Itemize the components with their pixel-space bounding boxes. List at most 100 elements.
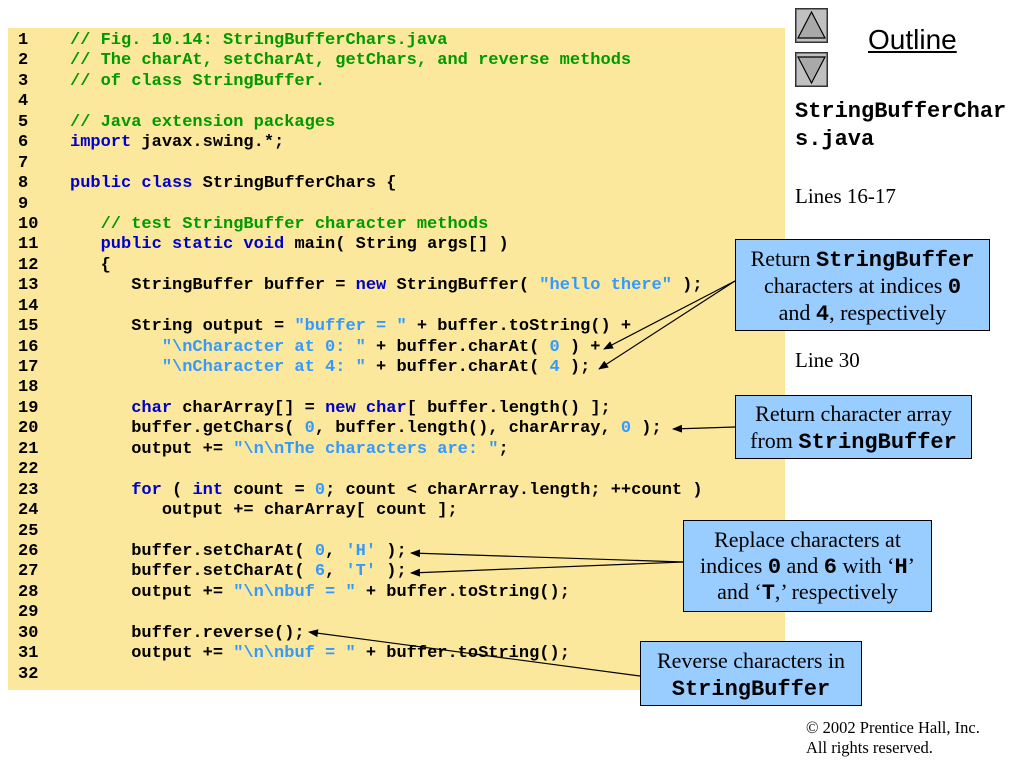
line-number: 17: [18, 358, 39, 377]
line-number: 11: [18, 235, 39, 255]
code-line: 2 // The charAt, setCharAt, getChars, and…: [8, 51, 785, 71]
code-line: 32: [8, 665, 785, 685]
code-keyword: char: [70, 398, 173, 418]
code-plain: javax.swing.*;: [131, 133, 285, 153]
code-text: public static void main( String args[] ): [70, 235, 509, 255]
code-keyword: int: [192, 480, 224, 500]
line-number: 27: [18, 562, 39, 582]
code-keyword: public class: [70, 174, 193, 194]
callout-code-text: StringBuffer: [798, 430, 957, 455]
code-text: "\nCharacter at 4: " + buffer.charAt( 4 …: [70, 358, 591, 378]
line-number: 28: [18, 582, 39, 602]
code-plain: String output =: [70, 317, 295, 337]
copyright-text: © 2002 Prentice Hall, Inc.: [806, 718, 980, 737]
callout-line: Reverse characters in: [657, 647, 845, 674]
callout-text: from: [750, 428, 799, 453]
code-line: 15 String output = "buffer = " + buffer.…: [8, 317, 785, 337]
code-literal: 'H': [345, 541, 377, 561]
callout-code-text: 4: [815, 301, 830, 327]
callout-code-text: H: [894, 555, 908, 580]
line-number: 22: [18, 460, 39, 480]
code-plain: output +=: [70, 644, 234, 664]
callout-text: ’: [907, 553, 915, 578]
line-number: 13: [18, 276, 39, 296]
code-literal: 6: [314, 562, 326, 582]
callout-line: and ‘T,’ respectively: [717, 579, 898, 606]
code-line: 17 "\nCharacter at 4: " + buffer.charAt(…: [8, 358, 785, 378]
code-text: {: [70, 256, 111, 276]
code-keyword: new char: [325, 398, 407, 418]
outline-link[interactable]: Outline: [868, 24, 957, 55]
code-plain: output +=: [70, 439, 234, 459]
code-line: 3// of class StringBuffer.: [8, 72, 785, 92]
callout-text: with ‘: [837, 553, 895, 578]
previous-slide-button[interactable]: [795, 8, 828, 43]
code-plain: );: [631, 419, 662, 439]
code-text: import javax.swing.*;: [70, 133, 284, 153]
copyright-footer: © 2002 Prentice Hall, Inc. All rights re…: [806, 718, 980, 758]
code-literal: "\n\nbuf = ": [233, 582, 356, 602]
line-number: 10: [18, 214, 39, 234]
code-line: 7: [8, 154, 785, 174]
code-plain: ; count < charArray.length; ++count ): [325, 480, 703, 500]
code-text: // Fig. 10.14: StringBufferChars.java: [70, 31, 447, 51]
code-plain: , buffer.length(), charArray,: [314, 419, 621, 439]
code-plain: + buffer.toString() +: [406, 317, 632, 337]
code-plain: ;: [498, 439, 509, 459]
code-plain: buffer.setCharAt(: [70, 541, 315, 561]
code-text: buffer.getChars( 0, buffer.length(), cha…: [70, 419, 662, 439]
code-plain: charArray[] =: [172, 398, 326, 418]
code-plain: count =: [223, 480, 315, 500]
line-number: 7: [18, 153, 29, 173]
code-text: public class StringBufferChars {: [70, 174, 396, 194]
line-number: 8: [18, 174, 29, 194]
rights-text: All rights reserved.: [806, 738, 933, 757]
code-literal: 0: [620, 419, 632, 439]
code-plain: StringBuffer buffer =: [70, 276, 356, 296]
code-text: buffer.setCharAt( 6, 'T' );: [70, 562, 406, 582]
code-line: 21 output += "\n\nThe characters are: ";: [8, 440, 785, 460]
code-line: 18: [8, 378, 785, 398]
code-plain: output += charArray[ count ];: [70, 501, 458, 521]
code-literal: "\n\nbuf = ": [233, 644, 356, 664]
line-number: 3: [18, 71, 29, 91]
code-plain: StringBuffer(: [386, 276, 540, 296]
callout-code-text: 0: [767, 555, 782, 580]
code-line: 20 buffer.getChars( 0, buffer.length(), …: [8, 419, 785, 439]
callout-line: characters at indices 0: [764, 272, 961, 300]
line-number: 21: [18, 439, 39, 459]
code-text: buffer.reverse();: [70, 624, 304, 644]
callout-line: indices 0 and 6 with ‘H’: [700, 553, 915, 580]
code-plain: + buffer.charAt(: [365, 358, 550, 377]
next-slide-button[interactable]: [795, 52, 828, 87]
callout-text: Reverse characters in: [656, 647, 846, 673]
line-number: 25: [18, 521, 39, 541]
callout-text: Return character array: [755, 401, 952, 426]
code-plain: + buffer.toString();: [355, 644, 570, 664]
code-line: 4: [8, 92, 785, 112]
code-text: for ( int count = 0; count < charArray.l…: [70, 480, 703, 501]
code-text: buffer.setCharAt( 0, 'H' );: [70, 541, 406, 562]
code-comment: // The charAt, setCharAt, getChars, and …: [70, 51, 632, 71]
line-number: 20: [18, 419, 39, 439]
line-number: 29: [18, 603, 39, 623]
code-line: 27 buffer.setCharAt( 6, 'T' );: [8, 562, 785, 582]
line-number: 5: [18, 112, 29, 132]
code-line: 11 public static void main( String args[…: [8, 235, 785, 255]
file-name: StringBufferChars.java: [795, 99, 1007, 152]
code-plain: );: [559, 358, 591, 377]
code-line: 16 "\nCharacter at 0: " + buffer.charAt(…: [8, 338, 785, 358]
code-line: 25: [8, 522, 785, 542]
code-line: 14: [8, 297, 785, 317]
code-text: output += charArray[ count ];: [70, 501, 458, 521]
code-text: StringBuffer buffer = new StringBuffer( …: [70, 276, 702, 296]
callout-code-text: T: [761, 581, 775, 606]
line-number: 30: [18, 623, 39, 643]
code-line: 29: [8, 603, 785, 623]
line-number: 2: [18, 51, 29, 71]
callout-text: Replace characters at: [714, 527, 901, 552]
callout-text: Return: [750, 245, 816, 271]
callout-code-text: 6: [823, 555, 837, 580]
